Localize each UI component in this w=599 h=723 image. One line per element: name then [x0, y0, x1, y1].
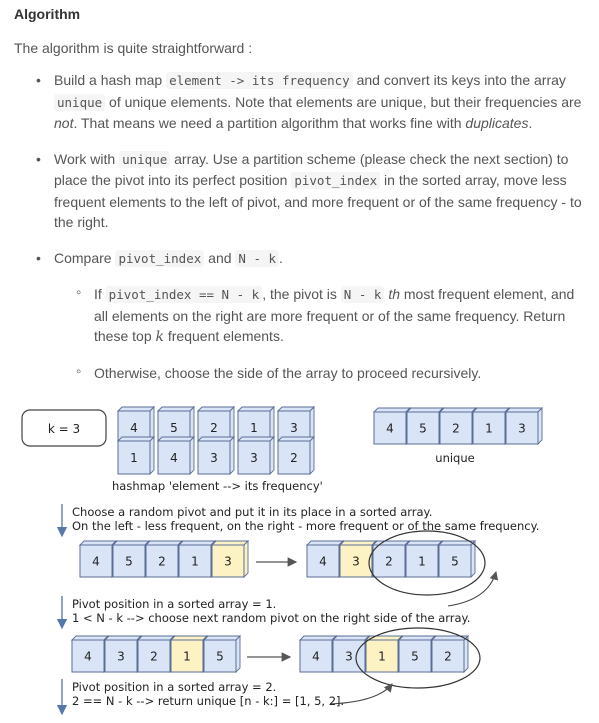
step1-before-cell: 5 — [111, 539, 151, 579]
step1-array-after: 4 3 2 1 5 — [305, 539, 477, 579]
hashmap-value-cell: 3 — [236, 435, 276, 476]
step1-after-cell: 1 — [404, 539, 444, 579]
svg-text:4: 4 — [130, 421, 138, 435]
step-compare: Compare pivot_index and N - k. If pivot_… — [36, 248, 584, 384]
step1-right-side-highlight — [368, 530, 486, 596]
hashmap-value-cell: 3 — [196, 435, 236, 476]
step3-line2: 2 == N - k --> return unique [n - k:] = … — [72, 694, 344, 708]
step2-before-cell: 1 — [169, 634, 209, 674]
quickselect-diagram: k = 3 4 5 2 1 3 1 4 3 3 2 hashmap 'element --> i… — [21, 405, 544, 716]
svg-text:5: 5 — [411, 650, 419, 664]
step1-before-cell: 1 — [177, 539, 217, 579]
svg-text:5: 5 — [216, 650, 224, 664]
svg-text:1: 1 — [485, 422, 493, 436]
svg-text:1: 1 — [378, 650, 386, 664]
step2-before-cell: 2 — [136, 634, 176, 674]
svg-text:5: 5 — [125, 555, 133, 569]
hashmap-value-cell: 1 — [116, 435, 156, 476]
svg-text:4: 4 — [386, 422, 394, 436]
k-value-label: k = 3 — [48, 422, 80, 436]
k-value-box — [21, 409, 107, 447]
unique-cell: 3 — [504, 406, 544, 446]
unique-array: 4 5 2 1 3 — [372, 406, 544, 446]
svg-text:1: 1 — [191, 555, 199, 569]
step1-after-cell: 4 — [305, 539, 345, 579]
svg-text:4: 4 — [92, 555, 100, 569]
algorithm-steps: Build a hash map element -> its frequenc… — [36, 70, 584, 398]
unique-cell: 1 — [471, 406, 511, 446]
step2-array-before: 4 3 2 1 5 — [70, 634, 242, 674]
svg-text:2: 2 — [444, 650, 452, 664]
svg-text:2: 2 — [158, 555, 166, 569]
svg-text:4: 4 — [312, 650, 320, 664]
step1-line2: On the left - less frequent, on the righ… — [72, 519, 539, 533]
svg-text:3: 3 — [352, 555, 360, 569]
step-build-hashmap: Build a hash map element -> its frequenc… — [36, 70, 584, 134]
step2-after-cell: 4 — [298, 634, 338, 674]
svg-text:1: 1 — [418, 555, 426, 569]
step-partition: Work with unique array. Use a partition … — [36, 149, 584, 233]
step1-before-cell: 3 — [210, 539, 250, 579]
step2-before-cell: 5 — [202, 634, 242, 674]
svg-text:5: 5 — [170, 421, 178, 435]
hashmap-caption: hashmap 'element --> its frequency' — [112, 479, 323, 493]
step2-after-cell: 5 — [397, 634, 437, 674]
hashmap-value-cell: 4 — [156, 435, 196, 476]
svg-text:2: 2 — [385, 555, 393, 569]
unique-cell: 2 — [438, 406, 478, 446]
step1-array-before: 4 5 2 1 3 — [78, 539, 250, 579]
svg-text:3: 3 — [250, 451, 258, 465]
code-n-minus-k: N - k — [235, 249, 280, 267]
section-heading: Algorithm — [14, 6, 81, 22]
unique-cell: 4 — [372, 406, 412, 446]
svg-text:2: 2 — [290, 451, 298, 465]
svg-text:3: 3 — [518, 422, 526, 436]
step2-line1: Pivot position in a sorted array = 1. — [72, 597, 276, 611]
svg-text:3: 3 — [224, 555, 232, 569]
svg-text:3: 3 — [345, 650, 353, 664]
step2-after-cell: 2 — [430, 634, 470, 674]
step1-after-cell: 5 — [437, 539, 477, 579]
step2-after-cell: 3 — [331, 634, 371, 674]
substep-return: If pivot_index == N - k, the pivot is N … — [76, 283, 584, 348]
step3-line1: Pivot position in a sorted array = 2. — [72, 680, 276, 694]
svg-text:3: 3 — [290, 421, 298, 435]
svg-text:2: 2 — [452, 422, 460, 436]
svg-text:5: 5 — [419, 422, 427, 436]
step1-after-cell: 2 — [371, 539, 411, 579]
svg-text:2: 2 — [210, 421, 218, 435]
unique-cell: 5 — [405, 406, 445, 446]
svg-text:4: 4 — [170, 451, 178, 465]
svg-text:1: 1 — [183, 650, 191, 664]
code-element-frequency: element -> its frequency — [166, 72, 353, 89]
intro-text: The algorithm is quite straightforward : — [14, 40, 253, 56]
substep-recurse: Otherwise, choose the side of the array … — [76, 362, 584, 384]
step2-array-after: 4 3 1 5 2 — [298, 634, 470, 674]
step2-line2: 1 < N - k --> choose next random pivot o… — [72, 611, 470, 625]
step1-before-cell: 2 — [144, 539, 184, 579]
step2-before-cell: 4 — [70, 634, 110, 674]
hashmap-value-cell: 2 — [276, 435, 316, 476]
step2-before-cell: 3 — [103, 634, 143, 674]
svg-text:4: 4 — [84, 650, 92, 664]
code-pivot-index: pivot_index — [291, 172, 381, 189]
code-pivot-index: pivot_index — [115, 249, 205, 267]
unique-caption: unique — [435, 451, 474, 465]
hashmap-values-row: 1 4 3 3 2 — [116, 435, 316, 476]
svg-text:3: 3 — [210, 451, 218, 465]
svg-text:4: 4 — [319, 555, 327, 569]
svg-text:1: 1 — [250, 421, 258, 435]
code-unique: unique — [54, 93, 106, 111]
svg-text:3: 3 — [117, 650, 125, 664]
svg-text:2: 2 — [150, 650, 158, 664]
step1-before-cell: 4 — [78, 539, 118, 579]
code-unique: unique — [119, 150, 171, 168]
step1-line1: Choose a random pivot and put it in its … — [72, 505, 432, 519]
step2-right-side-highlight — [355, 627, 481, 689]
svg-text:5: 5 — [451, 555, 459, 569]
step2-after-cell: 1 — [364, 634, 404, 674]
svg-text:1: 1 — [130, 451, 138, 465]
